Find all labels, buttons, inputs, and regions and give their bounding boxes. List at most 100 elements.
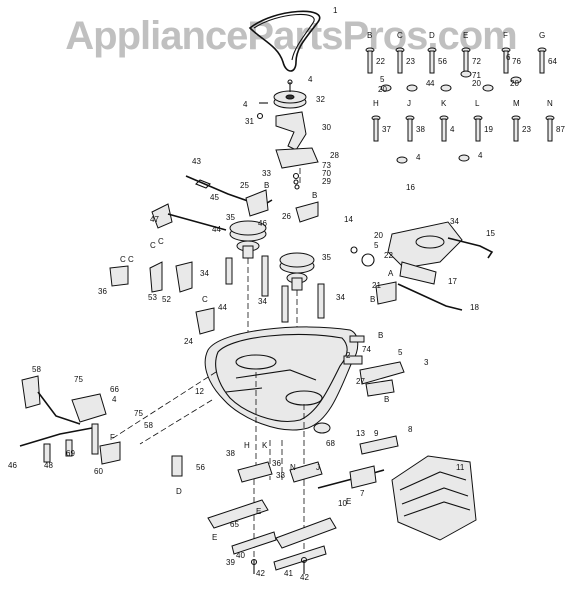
hardware-bolt: H37 [371, 99, 391, 142]
callout: 45 [210, 193, 219, 202]
callout: 27 [356, 377, 365, 386]
callout: 58 [32, 365, 41, 374]
washer [510, 76, 522, 84]
callout: 34 [258, 297, 267, 306]
letter-mark: B [370, 295, 375, 304]
bolt-shank [475, 118, 481, 142]
callout: 34 [200, 269, 209, 278]
callout-labels: 1 4 32 4 31 30 28 73 70 29 43 33 25 45 4… [8, 6, 495, 582]
hardware-bolt: K4 [439, 99, 455, 142]
washer [458, 154, 470, 162]
letter-marks: C C C C C B B B B A B E E E F H K N J D [110, 181, 394, 542]
bracket-9 [359, 435, 399, 455]
bolt-shank [441, 118, 447, 142]
letter-mark: C [158, 237, 164, 246]
hardware-letter: B [367, 31, 372, 40]
callout: 3 [424, 358, 429, 367]
left-spindle-pulley [229, 220, 267, 345]
hardware-label: 71 [472, 71, 481, 80]
callout: 75 [134, 409, 143, 418]
hardware-label: 5 [380, 75, 385, 84]
callout: 42 [256, 569, 265, 578]
callout: 12 [195, 387, 204, 396]
callout: 20 [374, 231, 383, 240]
stud-34b [261, 255, 269, 297]
callout: 9 [374, 429, 379, 438]
hardware-number: 56 [438, 57, 447, 66]
hardware-bolt: B22 [365, 31, 385, 74]
stud-34 [225, 257, 233, 285]
hardware-bolt: N87 [545, 99, 565, 142]
letter-mark: K [262, 441, 268, 450]
part-2 [343, 355, 363, 365]
hardware-number: 64 [548, 57, 557, 66]
letter-mark: A [388, 269, 394, 278]
hardware-letter: D [429, 31, 435, 40]
callout: 29 [322, 177, 331, 186]
callout: 48 [44, 461, 53, 470]
callout: 46 [8, 461, 17, 470]
letter-mark: H [244, 441, 250, 450]
hardware-letter: L [475, 99, 480, 108]
letter-mark: F [110, 433, 115, 442]
callout: 41 [284, 569, 293, 578]
hardware-number: 37 [382, 125, 391, 134]
hardware-number: 38 [416, 125, 425, 134]
hardware-number: 76 [512, 57, 521, 66]
callout: 10 [338, 499, 347, 508]
bracket-60 [99, 441, 121, 465]
letter-mark: B [384, 395, 389, 404]
callout: 40 [236, 551, 245, 560]
hardware-number: 4 [450, 125, 455, 134]
hardware-number: 72 [472, 57, 481, 66]
callout: 28 [330, 151, 339, 160]
hardware-bolt: E 72 [461, 31, 481, 74]
callout: 13 [356, 429, 365, 438]
callout: 25 [240, 181, 249, 190]
callout: 31 [245, 117, 254, 126]
washer [396, 156, 408, 164]
rod-15 [447, 237, 494, 259]
hardware-label: 4 [430, 79, 435, 88]
hardware-letter: E [463, 31, 468, 40]
hardware-label: 4 [426, 79, 431, 88]
rod-46 [19, 427, 93, 447]
washer [460, 70, 472, 78]
callout: 38 [226, 449, 235, 458]
drive-belt [248, 10, 321, 72]
bolt-shank [503, 50, 509, 74]
part-27 [365, 379, 395, 397]
baffle-38b [289, 461, 323, 483]
callout: 44 [218, 303, 227, 312]
hardware-letter: N [547, 99, 553, 108]
hardware-bolt: J38 [405, 99, 425, 142]
callout: 17 [448, 277, 457, 286]
letter-mark: E [212, 533, 217, 542]
part-56 [171, 455, 183, 477]
bolt-shank [513, 118, 519, 142]
callout: 4 [308, 75, 313, 84]
callout: 22 [384, 251, 393, 260]
bolt-shank [547, 118, 553, 142]
rod-58 [37, 391, 81, 425]
wheel-68 [313, 422, 331, 434]
hardware-bolt: C23 [395, 31, 415, 74]
stud-34c [281, 285, 289, 323]
hardware-label: 4 [478, 151, 483, 160]
bolt-60 [91, 423, 99, 455]
rod-18 [397, 283, 463, 311]
callout: 43 [192, 157, 201, 166]
callout: 34 [450, 217, 459, 226]
callout: 68 [326, 439, 335, 448]
hardware-letter: C [397, 31, 403, 40]
hardware-extra-labels: 5 20 4 71 4 20 20 6 4 4 [378, 53, 519, 162]
callout: 2 [346, 351, 351, 360]
hardware-number: 23 [522, 125, 531, 134]
callout: 74 [362, 345, 371, 354]
washer [440, 84, 452, 92]
bolt-shank [367, 50, 373, 74]
bracket-7 [349, 465, 377, 489]
bolt-shank [397, 50, 403, 74]
hardware-bolt: M23 [511, 99, 531, 142]
